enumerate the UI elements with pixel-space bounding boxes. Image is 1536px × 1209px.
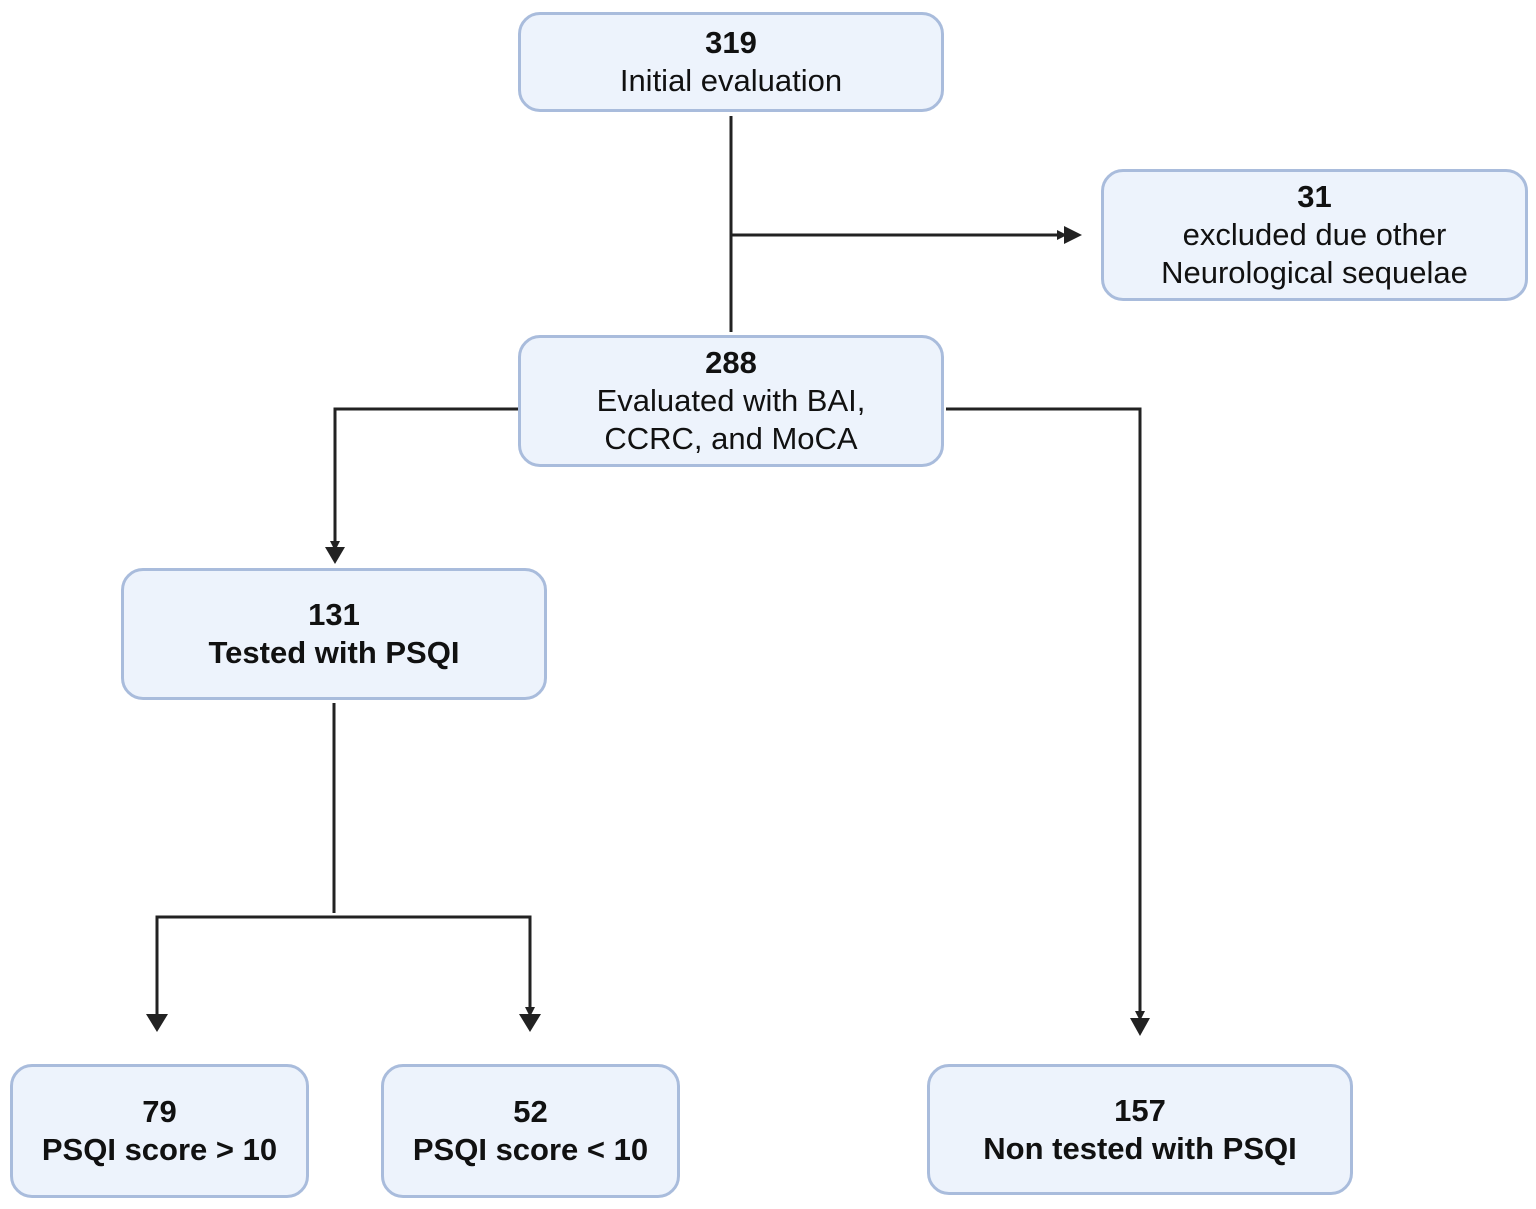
node-evaluated: 288 Evaluated with BAI, CCRC, and MoCA xyxy=(518,335,944,467)
node-count: 31 xyxy=(1297,179,1332,214)
arrow-to-nontested xyxy=(946,407,1145,1021)
node-label-line2: CCRC, and MoCA xyxy=(604,421,858,456)
node-psqi-below-10: 52 PSQI score < 10 xyxy=(381,1064,680,1198)
node-label: PSQI score < 10 xyxy=(412,1132,649,1167)
node-label: Tested with PSQI xyxy=(208,635,460,670)
arrow-to-above10 xyxy=(155,915,535,1017)
node-count: 52 xyxy=(513,1094,548,1129)
node-label-line1: excluded due other xyxy=(1182,217,1447,252)
node-label: Initial evaluation xyxy=(619,63,843,98)
node-excluded: 31 excluded due other Neurological seque… xyxy=(1101,169,1528,301)
arrowhead-below10 xyxy=(519,1014,541,1032)
node-count: 288 xyxy=(705,345,757,380)
node-count: 131 xyxy=(308,597,360,632)
node-label-line1: Evaluated with BAI, xyxy=(596,383,866,418)
arrowhead-above10 xyxy=(146,1014,168,1032)
node-count: 157 xyxy=(1114,1092,1166,1128)
arrowhead-nontested xyxy=(1130,1018,1150,1036)
node-non-tested: 157 Non tested with PSQI xyxy=(927,1064,1353,1195)
arrow-to-tested xyxy=(330,407,523,551)
node-count: 319 xyxy=(705,25,757,60)
arrowhead-tested xyxy=(325,547,345,564)
node-initial-evaluation: 319 Initial evaluation xyxy=(518,12,944,112)
arrowhead-excluded xyxy=(1064,226,1082,244)
node-tested-psqi: 131 Tested with PSQI xyxy=(121,568,547,700)
node-psqi-above-10: 79 PSQI score > 10 xyxy=(10,1064,309,1198)
node-count: 79 xyxy=(142,1094,177,1129)
node-label-line2: Neurological sequelae xyxy=(1161,255,1468,290)
node-label: Non tested with PSQI xyxy=(983,1130,1297,1166)
node-label: PSQI score > 10 xyxy=(41,1132,278,1167)
